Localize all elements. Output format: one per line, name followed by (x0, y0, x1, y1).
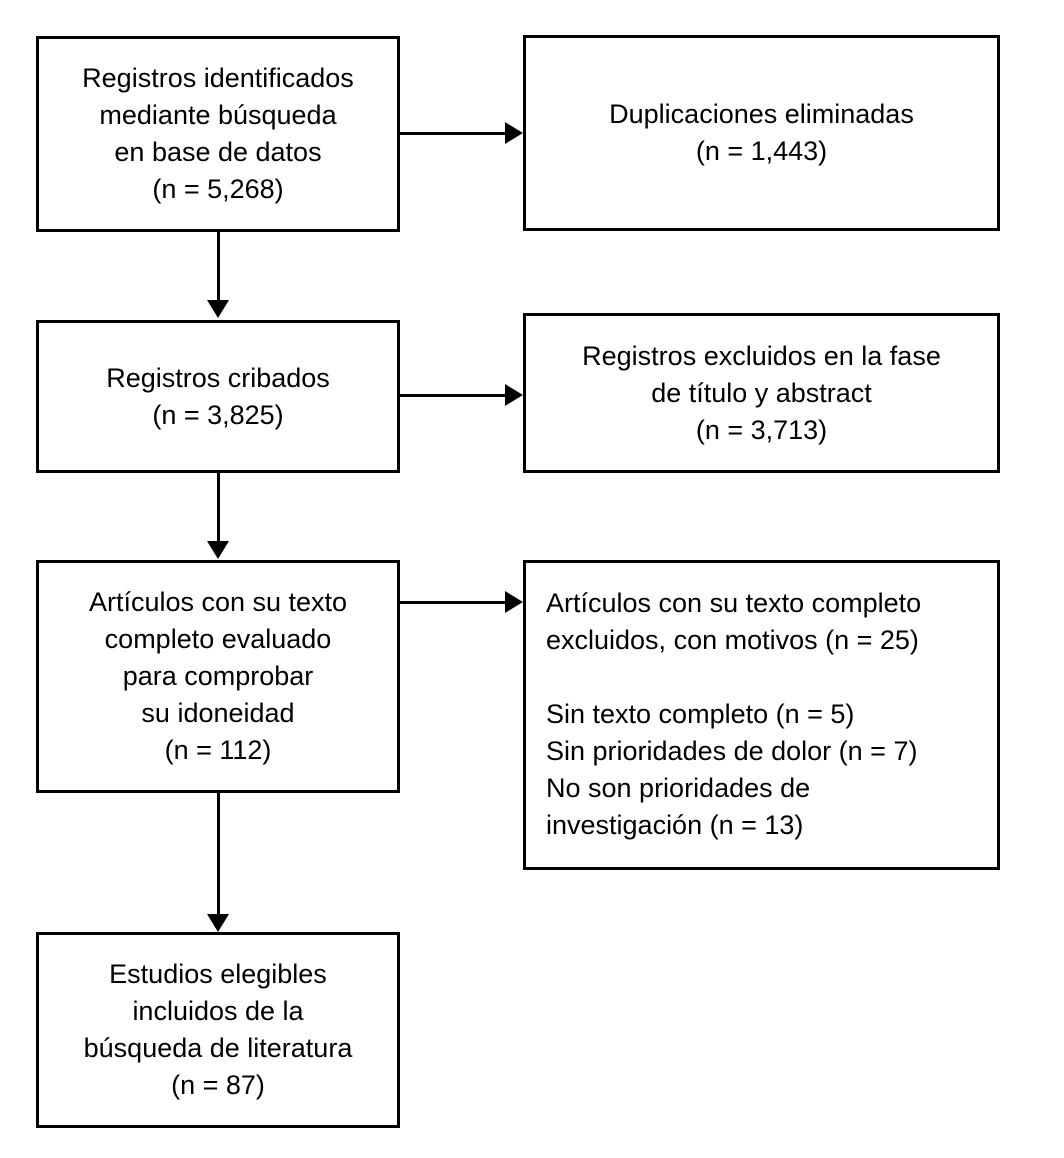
box-text-line: (n = 3,713) (695, 414, 828, 445)
box-text-line: excluidos, con motivos (n = 25) (546, 625, 919, 655)
arrow-head-right-icon (505, 591, 523, 613)
box-text-line: para comprobar (122, 661, 314, 691)
arrow-line (216, 473, 220, 541)
box-text-line: No son prioridades de (546, 773, 811, 803)
box-text-line: (n = 3,825) (152, 399, 284, 430)
box-text-line: Registros excluidos en la fase (582, 340, 941, 371)
box-text-line: Estudios elegibles (109, 959, 327, 989)
box-text-line: de título y abstract (651, 377, 872, 408)
arrow-line (400, 600, 505, 604)
box-records-identified: Registros identificados mediante búsqued… (36, 36, 400, 232)
arrow-head-down-icon (207, 541, 229, 559)
box-text-line: búsqueda de literatura (83, 1033, 353, 1063)
box-text-line: Artículos con su texto completo (546, 588, 922, 618)
box-text-line: (n = 87) (171, 1070, 265, 1100)
box-text-line: en base de datos (114, 137, 322, 167)
box-fulltext-excluded: Artículos con su texto completo excluido… (523, 560, 1000, 870)
arrow-line (216, 793, 220, 914)
box-text-line: investigación (n = 13) (546, 810, 804, 840)
box-text-line: Registros cribados (106, 362, 330, 393)
arrow-head-down-icon (207, 300, 229, 318)
box-text-line (546, 659, 977, 696)
box-fulltext-assessed: Artículos con su texto completo evaluado… (36, 560, 400, 793)
box-text-line: (n = 5,268) (152, 174, 284, 204)
arrow-head-right-icon (505, 122, 523, 144)
box-text-line: Registros identificados (82, 63, 354, 93)
box-records-screened: Registros cribados (n = 3,825) (36, 320, 400, 473)
arrow-line (400, 393, 505, 397)
box-text-line: su idoneidad (141, 698, 295, 728)
box-text-line: mediante búsqueda (99, 100, 337, 130)
arrow-head-right-icon (505, 384, 523, 406)
box-text-line: (n = 1,443) (695, 136, 828, 166)
box-excluded-title-abstract: Registros excluidos en la fase de título… (523, 313, 1000, 473)
box-text-line: Duplicaciones eliminadas (609, 99, 914, 129)
box-text-line: Sin texto completo (n = 5) (546, 699, 855, 729)
arrow-head-down-icon (207, 914, 229, 932)
box-text-line: (n = 112) (164, 735, 272, 765)
box-duplicates-removed: Duplicaciones eliminadas (n = 1,443) (523, 35, 1000, 231)
box-text-line: Artículos con su texto (88, 587, 348, 617)
arrow-line (400, 131, 505, 135)
box-text-line: incluidos de la (132, 996, 304, 1026)
box-text-line: completo evaluado (104, 624, 332, 654)
box-studies-included: Estudios elegibles incluidos de la búsqu… (36, 932, 400, 1128)
arrow-line (216, 232, 220, 300)
box-text-line: Sin prioridades de dolor (n = 7) (546, 736, 918, 766)
